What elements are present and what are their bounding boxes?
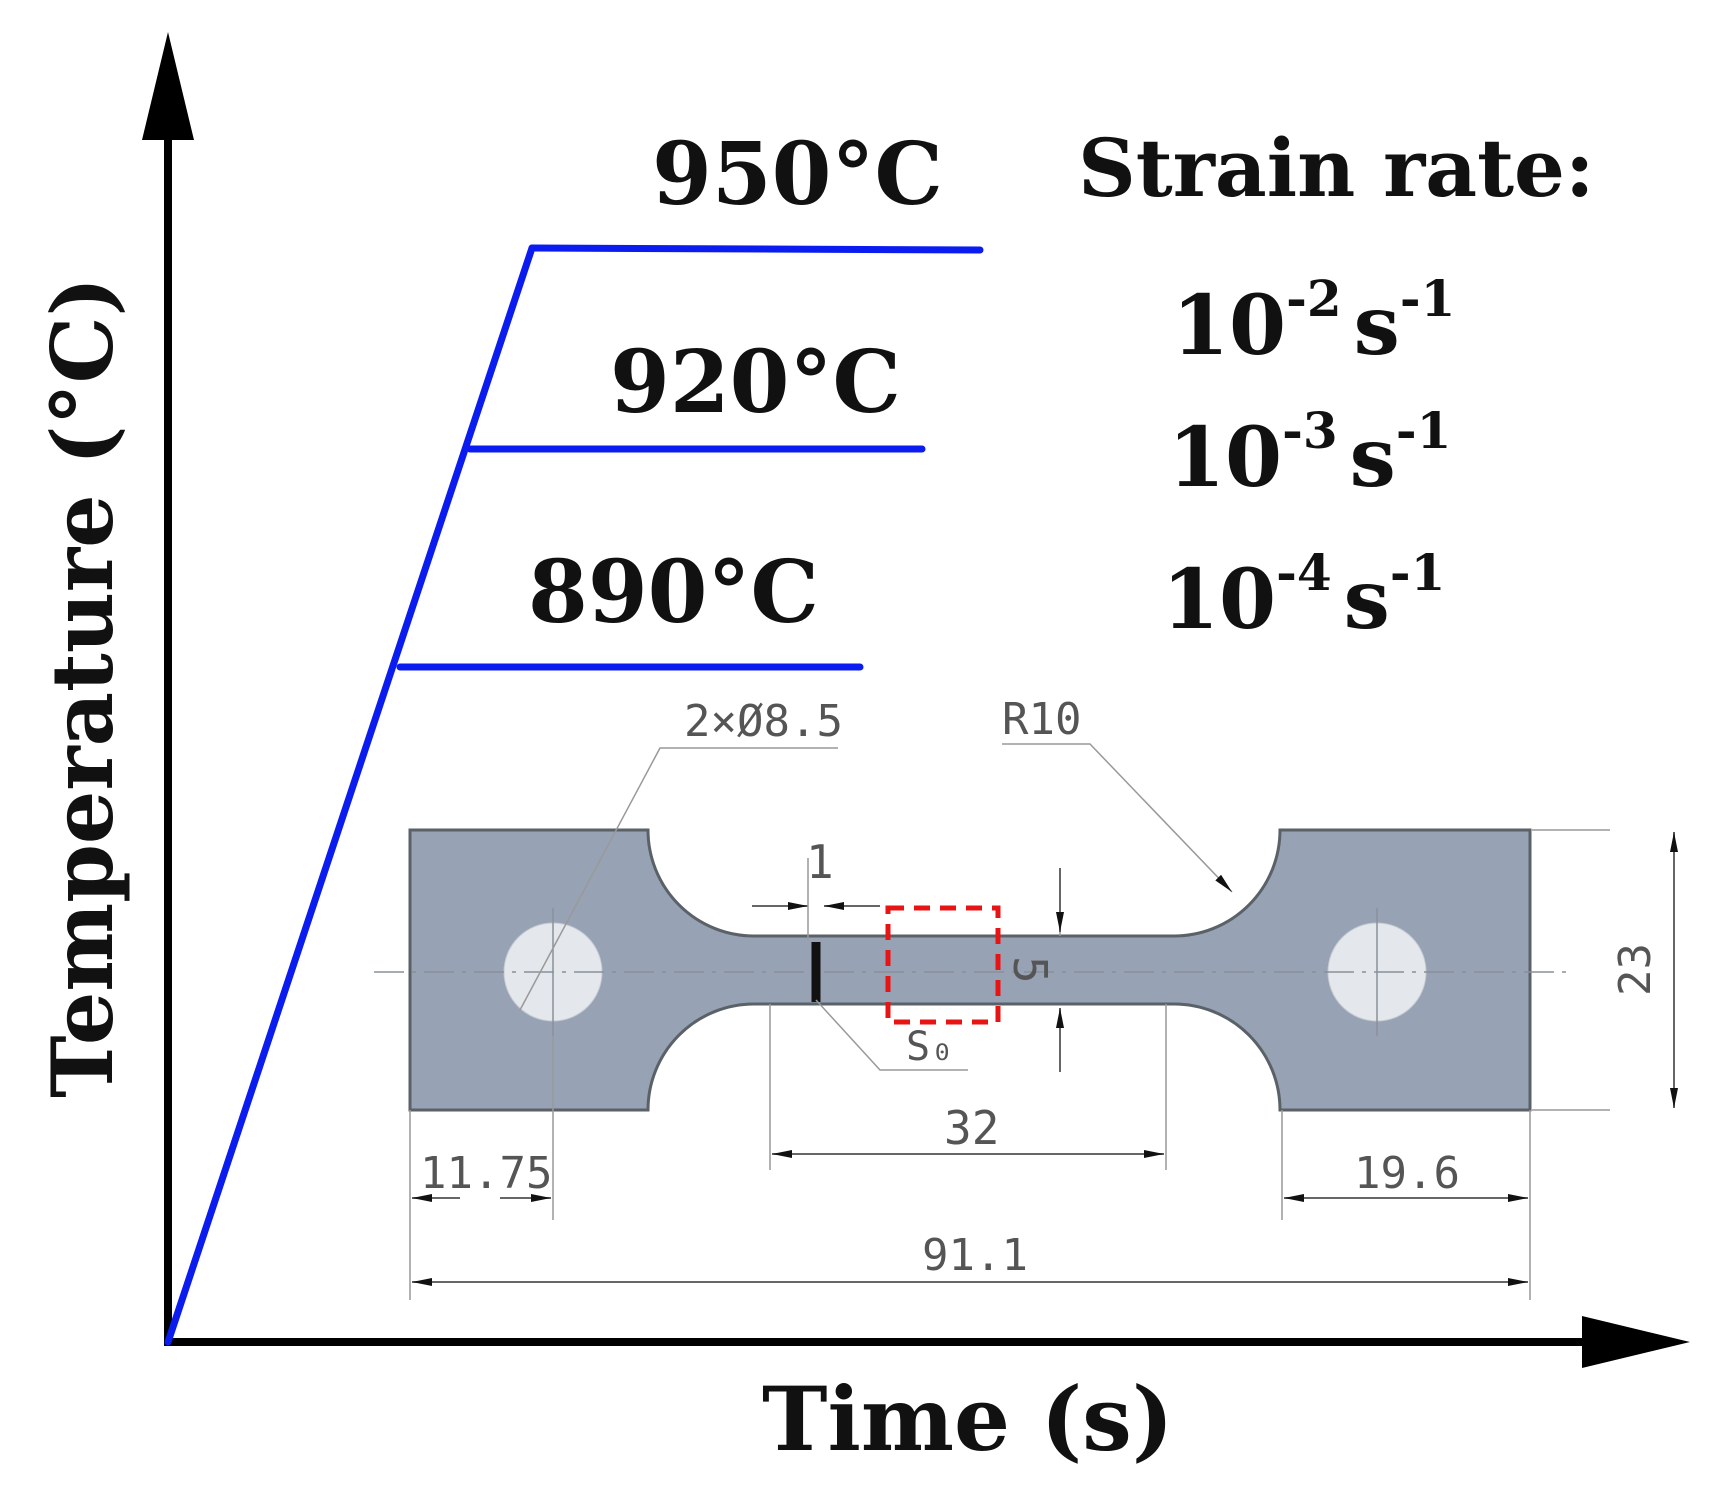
- temp-label-890: 890°C: [528, 542, 819, 643]
- hold-line-950: [528, 244, 984, 254]
- grip-length-label: 19.6: [1354, 1148, 1460, 1199]
- strain-rate-3-unit: s: [1344, 552, 1390, 648]
- gauge-mark-leader: [815, 999, 968, 1071]
- strain-rate-1-exp: -2: [1286, 269, 1342, 328]
- radius-dim-label: R10: [1002, 694, 1081, 745]
- temp-label-950: 950°C: [652, 124, 943, 225]
- x-axis-arrowhead: [1582, 1316, 1690, 1368]
- strain-rate-2-base: 10: [1168, 410, 1282, 506]
- holes-dim-label: 2×Ø8.5: [684, 696, 843, 747]
- temperature-profile: [164, 244, 984, 1346]
- temp-label-920: 920°C: [610, 332, 901, 433]
- strain-rate-1-base: 10: [1172, 278, 1286, 374]
- grip-width-label: 23: [1610, 943, 1661, 996]
- y-axis-label: Temperature (°C): [33, 277, 132, 1098]
- strain-rate-1-unit-exp: -1: [1400, 269, 1456, 328]
- gauge-length-label: 32: [944, 1101, 999, 1155]
- strain-rate-3-base: 10: [1162, 552, 1276, 648]
- hole-offset-label: 11.75: [420, 1148, 552, 1199]
- gauge-width-label: 5: [1003, 956, 1057, 984]
- strain-rate-1-unit: s: [1354, 278, 1400, 374]
- x-axis-label: Time (s): [762, 1367, 1173, 1471]
- holes-leader: [519, 747, 838, 1011]
- roi-box: [885, 905, 1001, 1025]
- mark-width-label: 1: [806, 835, 834, 889]
- axes: [142, 32, 1690, 1368]
- strain-rate-title: Strain rate:: [1078, 121, 1594, 215]
- strain-rate-3-exp: -4: [1276, 543, 1332, 602]
- strain-rate-2-exp: -3: [1282, 401, 1338, 460]
- strain-rate-3-unit-exp: -1: [1390, 543, 1446, 602]
- y-axis-arrowhead: [142, 32, 194, 140]
- total-length-label: 91.1: [922, 1230, 1028, 1281]
- strain-rate-2-unit-exp: -1: [1396, 401, 1452, 460]
- strain-rate-2-unit: s: [1350, 410, 1396, 506]
- radius-leader: [1002, 743, 1233, 893]
- heating-ramp-line: [164, 244, 536, 1346]
- specimen-drawing: S₀ 2×Ø8.5 R10 1 5 32 23: [374, 694, 1678, 1300]
- gauge-mark-label: S₀: [906, 1024, 954, 1070]
